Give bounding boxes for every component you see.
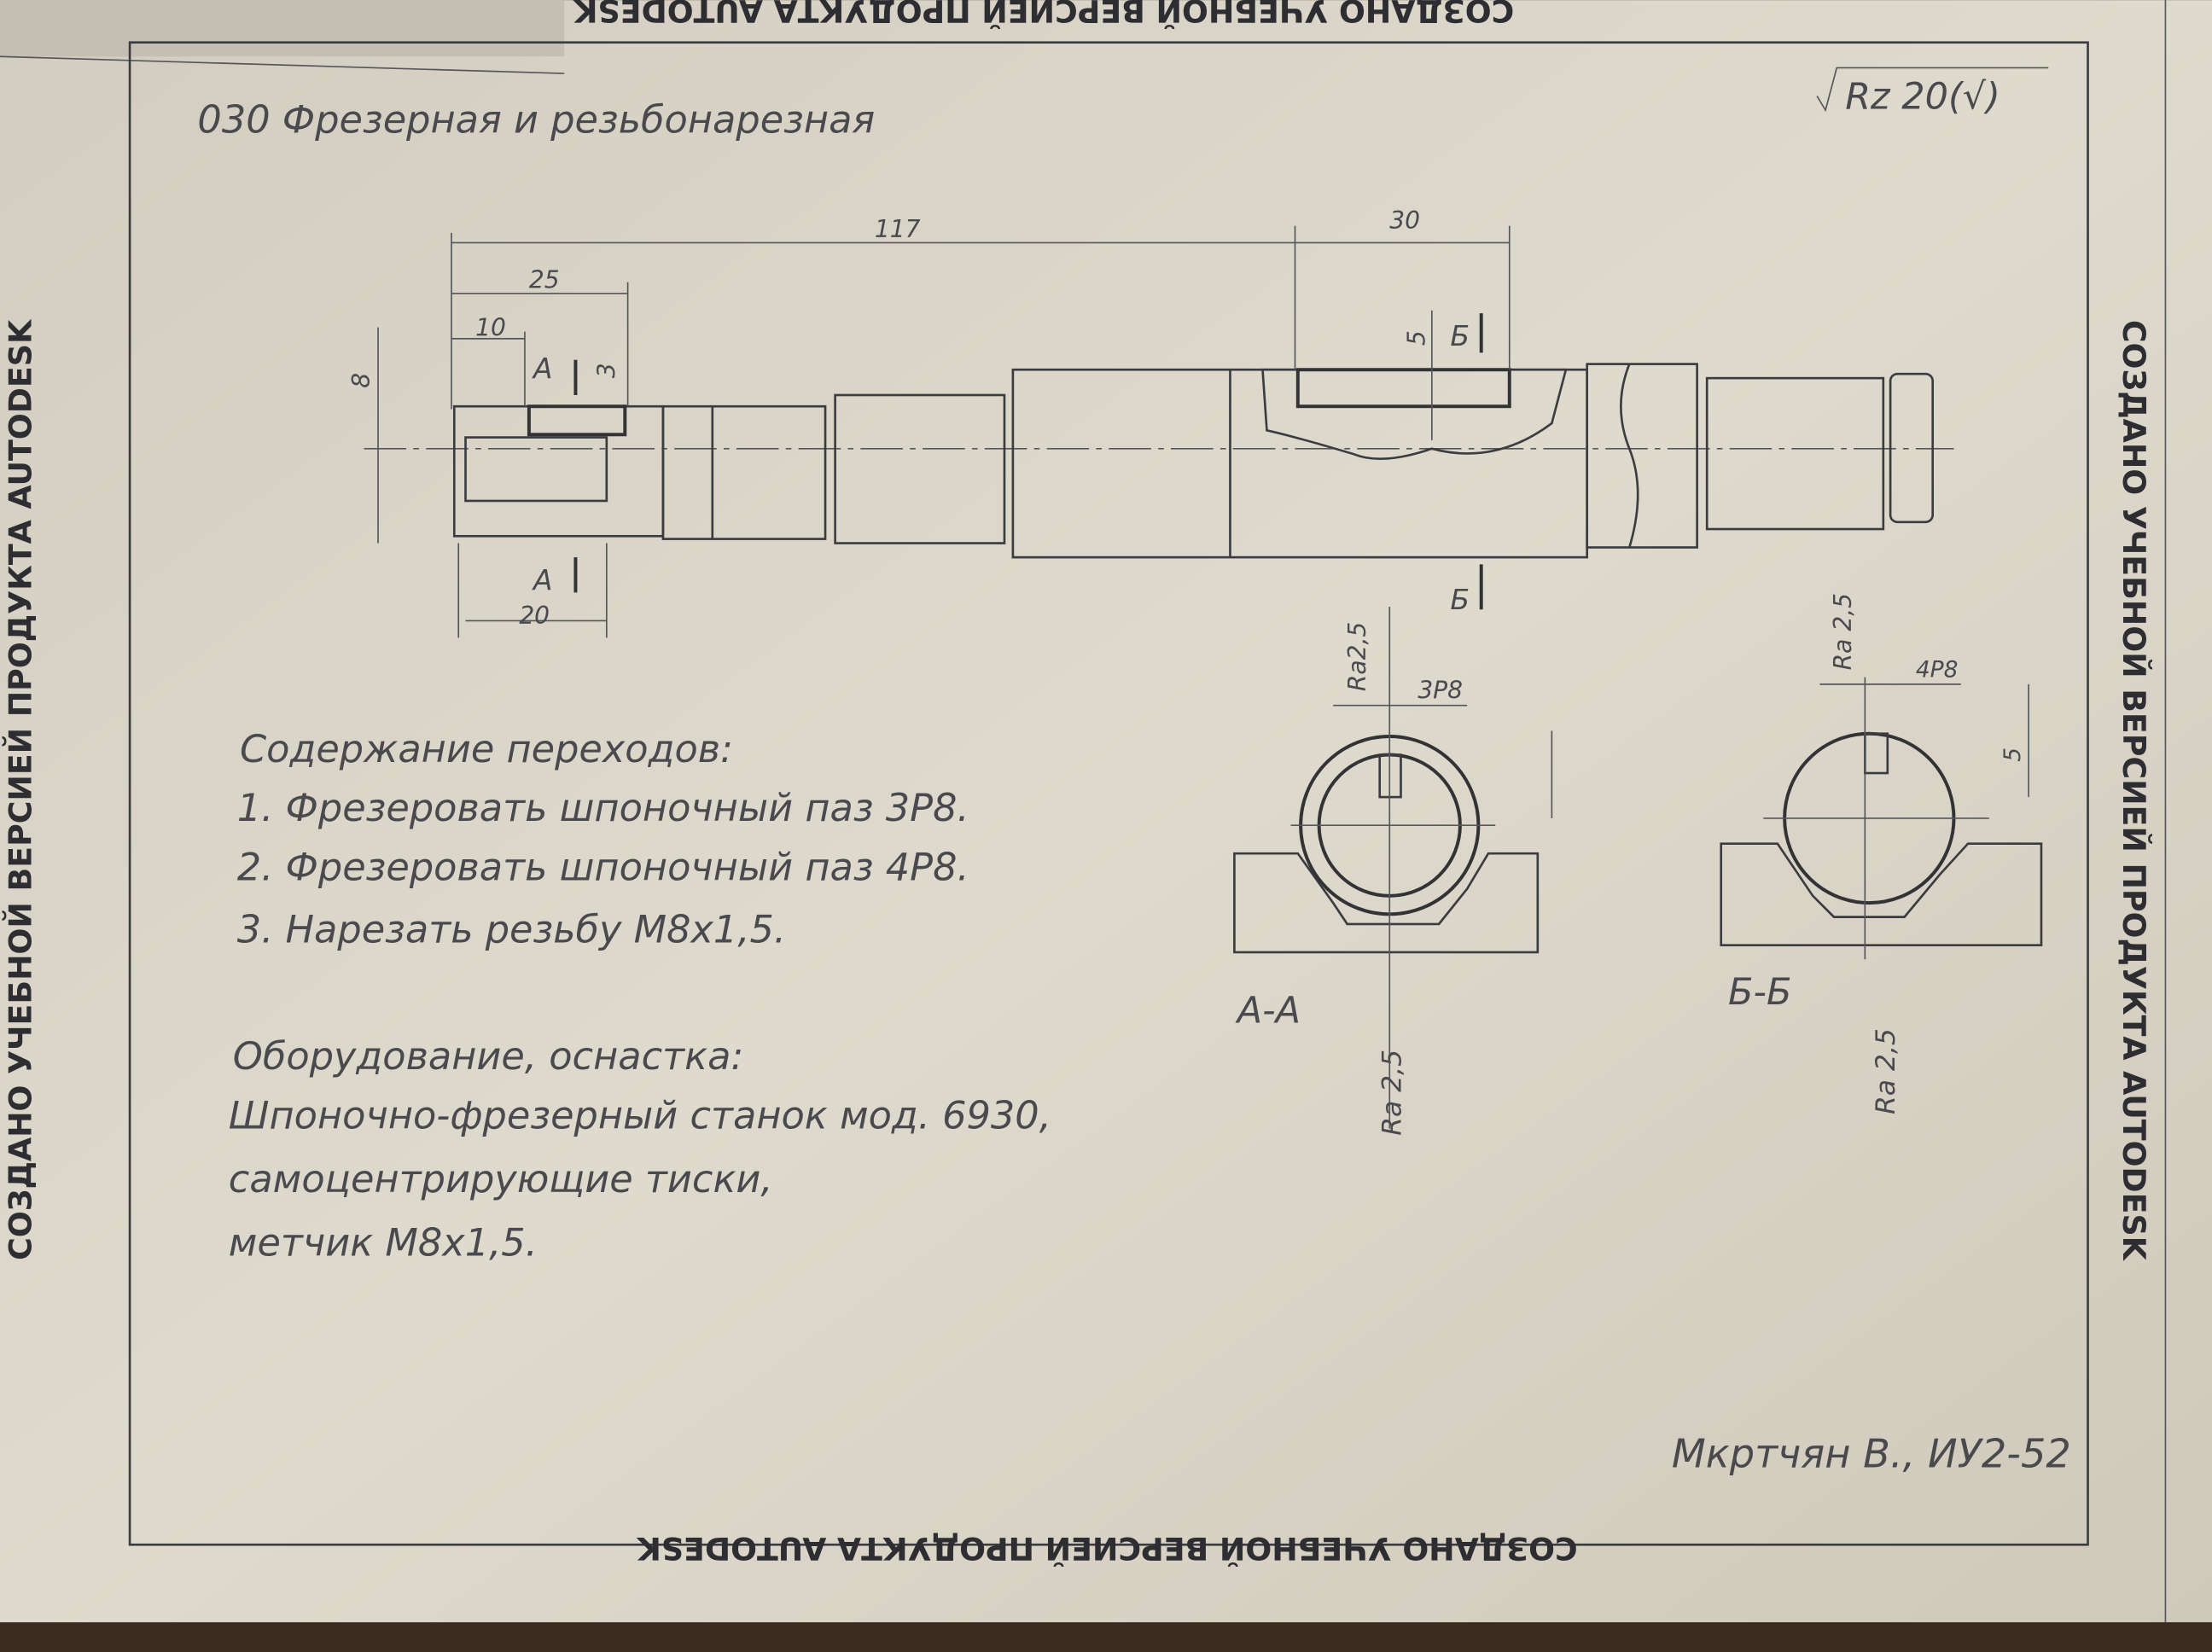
section-b-width: 4Р8 [1916, 657, 1959, 683]
equipment-line: метчик М8х1,5. [229, 1220, 538, 1265]
section-a-width: 3Р8 [1417, 676, 1463, 704]
dim-30: 30 [1389, 206, 1420, 235]
roughness-symbol-icon [1816, 67, 2049, 113]
watermark-right: СОЗДАНО УЧЕБНОЙ ВЕРСИЕЙ ПРОДУКТА AUTODES… [2116, 320, 2152, 1262]
section-b-label: Б-Б [1728, 971, 1791, 1014]
dim-5-keyway: 5 [1403, 330, 1431, 346]
vise-jaw [1233, 852, 1540, 954]
operation-title: 030 Фрезерная и резьбонарезная [197, 98, 875, 143]
watermark-left: СОЗДАНО УЧЕБНОЙ ВЕРСИЕЙ ПРОДУКТА AUTODES… [2, 318, 38, 1260]
section-mark-a-bottom: А [532, 563, 553, 596]
section-mark-a-top: А [532, 352, 553, 385]
dim-8: 8 [347, 373, 375, 388]
dim-20: 20 [519, 602, 550, 630]
section-mark-b-bottom: Б [1450, 583, 1470, 616]
drawing-frame [128, 41, 2089, 1546]
dim-117: 117 [875, 215, 921, 243]
steps-header: Содержание переходов: [240, 727, 733, 771]
equipment-header: Оборудование, оснастка: [233, 1034, 744, 1079]
shaft-view [364, 225, 1954, 638]
section-a-a [1233, 606, 1553, 1129]
threaded-hole [464, 436, 608, 503]
section-b-ra-top: Ra 2,5 [1829, 593, 1857, 670]
equipment-line: Шпоночно-фрезерный станок мод. 6930, [229, 1094, 1051, 1138]
slot-3p8 [527, 404, 627, 437]
step-item: 2. Фрезеровать шпоночный паз 4Р8. [237, 846, 969, 890]
section-a-ra-bottom: Ra 2,5 [1377, 1050, 1407, 1136]
step-item: 1. Фрезеровать шпоночный паз 3Р8. [237, 786, 969, 830]
watermark-top: СОЗДАНО УЧЕБНОЙ ВЕРСИЕЙ ПРОДУКТА AUTODES… [572, 0, 1514, 29]
section-a-ra-top: Ra2,5 [1343, 622, 1371, 691]
section-b-b [1720, 677, 2043, 960]
vise-jaw [1720, 842, 2043, 947]
step-item: 3. Нарезать резьбу М8х1,5. [237, 907, 786, 951]
section-mark-b-top: Б [1450, 319, 1470, 352]
keyway-4p8 [1295, 368, 1511, 409]
section-a-label: А-А [1235, 990, 1301, 1032]
general-roughness: Rz 20(√) [1845, 75, 2000, 118]
signature: Мкртчян В., ИУ2-52 [1672, 1430, 2071, 1476]
section-b-depth: 5 [2000, 747, 2026, 762]
watermark-bottom: СОЗДАНО УЧЕБНОЙ ВЕРСИЕЙ ПРОДУКТА AUTODES… [636, 1530, 1578, 1567]
previous-page-edge [0, 0, 565, 57]
equipment-line: самоцентрирующие тиски, [229, 1157, 773, 1201]
dim-3: 3 [593, 363, 621, 378]
break-line [1620, 364, 1639, 548]
keyway-local-section [1261, 368, 1568, 461]
dim-10: 10 [475, 314, 506, 342]
section-b-ra-bottom: Ra 2,5 [1871, 1028, 1901, 1114]
dim-25: 25 [529, 265, 560, 294]
